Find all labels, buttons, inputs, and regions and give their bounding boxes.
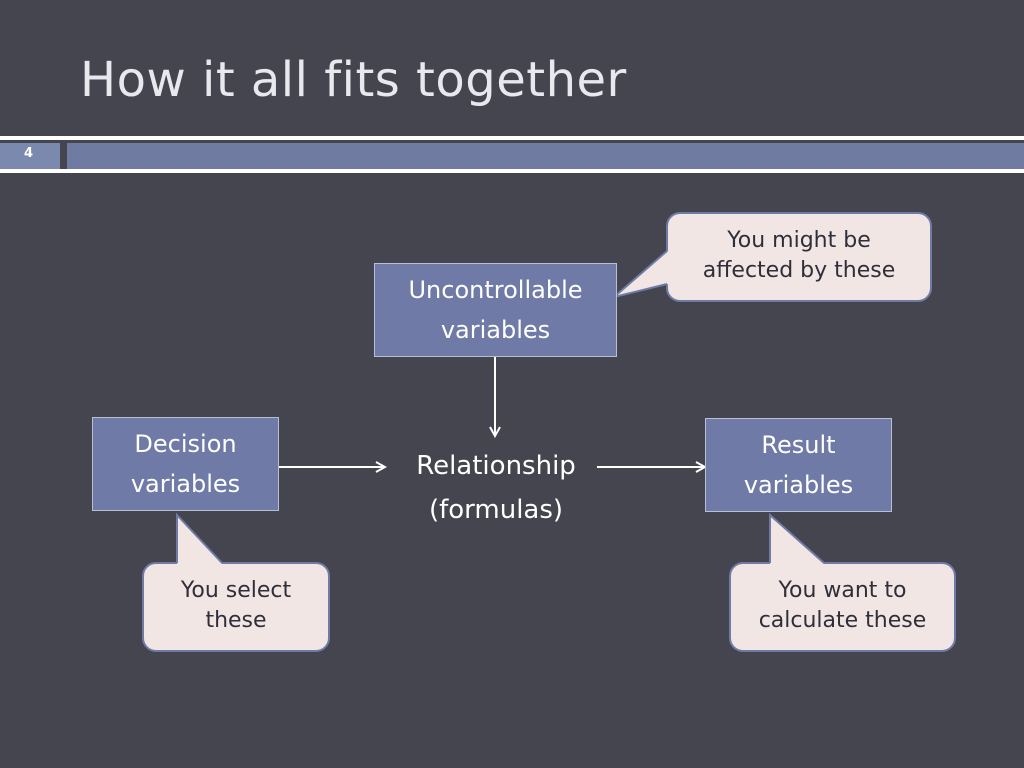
header-band xyxy=(67,143,1024,169)
callout-uncontrollable-line1: You might be xyxy=(727,228,871,253)
relationship-line1: Relationship xyxy=(416,451,576,481)
callout-uncontrollable-line2: affected by these xyxy=(702,258,896,283)
relationship-line2: (formulas) xyxy=(428,495,564,525)
callout-result-line2: calculate these xyxy=(758,608,927,633)
callout-decision-line1: You select xyxy=(180,578,292,603)
slide-title: How it all fits together xyxy=(80,52,627,108)
callout-result: You want to calculate these xyxy=(729,562,956,652)
page-number: 4 xyxy=(24,146,34,161)
uncontrollable-variables-box: Uncontrollable variables xyxy=(374,263,617,357)
callout-decision-line2: these xyxy=(205,608,267,633)
decision-line2: variables xyxy=(130,470,241,498)
header-bottom-rule xyxy=(0,169,1024,173)
callout-decision: You select these xyxy=(142,562,330,652)
relationship-label: Relationship (formulas) xyxy=(396,444,596,532)
decision-variables-box: Decision variables xyxy=(92,417,279,511)
result-line1: Result xyxy=(761,431,836,459)
uncontrollable-line2: variables xyxy=(440,316,551,344)
page-number-box xyxy=(0,143,60,169)
result-variables-box: Result variables xyxy=(705,418,892,512)
header-top-rule xyxy=(0,136,1024,140)
callout-uncontrollable: You might be affected by these xyxy=(666,212,932,302)
callout-result-line1: You want to xyxy=(778,578,907,603)
result-line2: variables xyxy=(743,471,854,499)
decision-line1: Decision xyxy=(134,430,237,458)
uncontrollable-line1: Uncontrollable xyxy=(408,276,583,304)
